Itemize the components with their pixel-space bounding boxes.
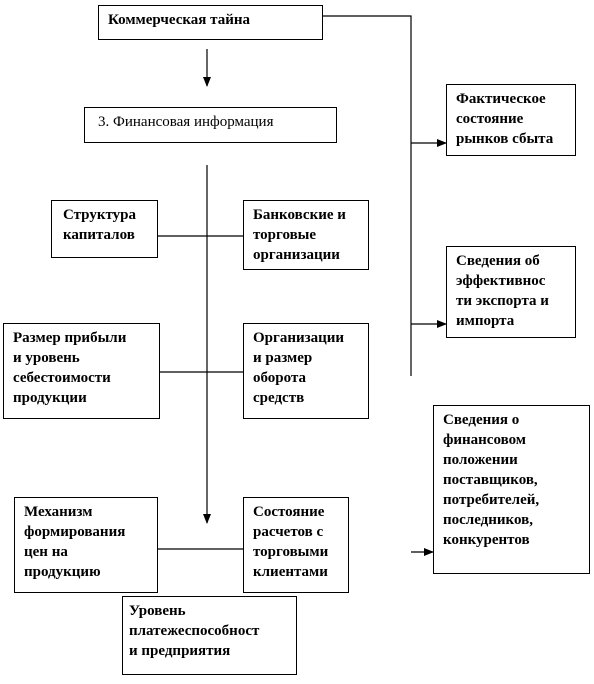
- pricing-mechanism-box: Механизм формирования цен на продукцию: [14, 497, 158, 593]
- bank-orgs-box: Банковские и торговые организации: [243, 200, 369, 270]
- right-bracket-line: [323, 15, 412, 376]
- orgs-turnover-box: Организации и размер оборота средств: [243, 323, 369, 419]
- settlements-box: Состояние расчетов с торговыми клиентами: [243, 497, 349, 593]
- export-efficiency-box: Сведения об эффективнос ти экспорта и им…: [446, 246, 576, 338]
- solvency-box: Уровень платежеспособност и предприятия: [122, 596, 297, 675]
- trade-secret-box: Коммерческая тайна: [98, 5, 323, 40]
- financial-info-box: 3. Финансовая информация: [84, 107, 337, 143]
- market-state-box: Фактическое состояние рынков сбыта: [446, 84, 576, 156]
- capital-structure-box: Структура капиталов: [51, 200, 158, 258]
- profit-size-box: Размер прибыли и уровень себестоимости п…: [3, 323, 160, 419]
- counterparties-box: Сведения о финансовом положении поставщи…: [433, 405, 590, 574]
